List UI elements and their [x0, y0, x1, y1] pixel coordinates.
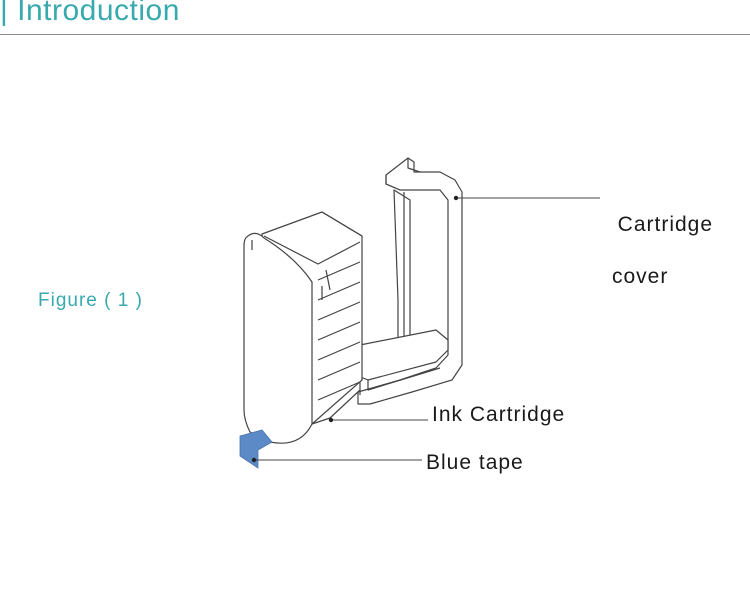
ink-leader-dot	[328, 417, 334, 423]
blue-tape-label: Blue tape	[426, 451, 524, 474]
page-title: | Introduction	[0, 0, 180, 27]
figure-label: Figure ( 1 )	[38, 290, 143, 311]
blue-tape	[239, 429, 273, 469]
cover-leader-dot	[453, 195, 459, 201]
ink-cartridge	[243, 211, 363, 444]
header-divider	[0, 34, 750, 35]
cartridge-cover-label-line1: Cartridge	[617, 213, 714, 236]
ink-cartridge-label: Ink Cartridge	[432, 403, 566, 426]
cartridge-cover	[357, 157, 463, 405]
header: | Introduction	[0, 0, 750, 36]
cartridge-cover-label: Cartridge cover	[604, 186, 713, 316]
cartridge-cover-label-line2: cover	[612, 265, 669, 288]
tape-leader-dot	[251, 457, 257, 463]
